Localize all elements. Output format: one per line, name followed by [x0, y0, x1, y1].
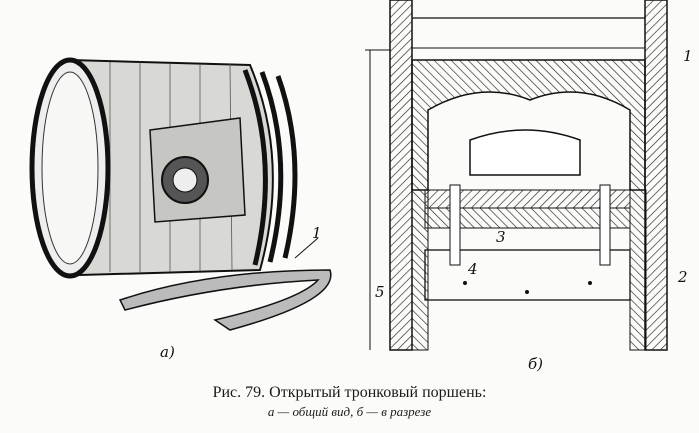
caption-title: Рис. 79. Открытый тронковый поршень: — [212, 384, 487, 401]
callout-2: 2 — [678, 268, 688, 286]
view-label-a: а) — [160, 343, 175, 361]
view-label-b: б) — [528, 355, 544, 373]
callout-1-right: 1 — [683, 47, 693, 65]
caption-subtitle: а — общий вид, б — в разрезе — [267, 404, 432, 419]
callout-3: 3 — [496, 228, 506, 246]
callout-1-left: 1 — [312, 224, 322, 242]
callout-5: 5 — [375, 283, 385, 301]
piston-cross-section — [365, 0, 668, 351]
callout-4: 4 — [468, 260, 478, 278]
piston-general-view — [29, 57, 332, 331]
